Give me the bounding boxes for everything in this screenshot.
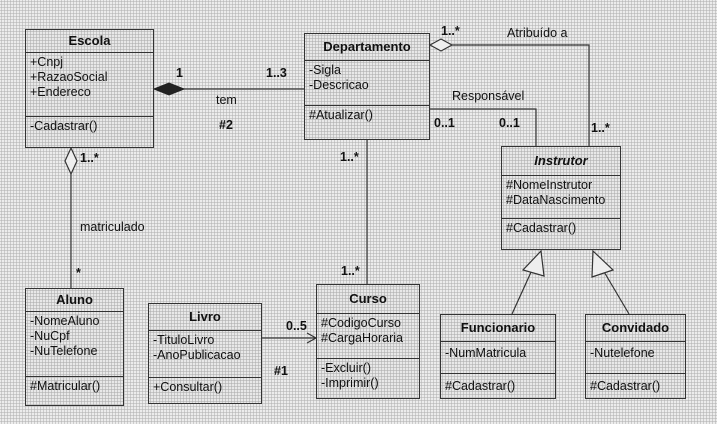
association-name: matriculado [80,220,145,234]
association-responsavel [430,108,537,146]
association-atribuido [452,44,590,146]
attribute: +RazaoSocial [30,70,108,84]
class-escola: Escola +Cnpj +RazaoSocial +Endereco -Cad… [25,29,154,148]
attribute: -Sigla [309,63,341,77]
method: -Excluir() [321,361,371,375]
methods-section: #Cadastrar() [586,374,685,396]
methods-section: #Atualizar() [305,106,429,125]
note-label: #1 [274,364,288,378]
methods-section: -Excluir() -Imprimir() [317,359,419,393]
methods-section: #Matricular() [26,377,123,396]
class-livro: Livro -TituloLivro -AnoPublicacao +Consu… [148,303,262,404]
attributes-section: #NomeInstrutor #DataNascimento [502,176,620,219]
class-convidado: Convidado -Nutelefone #Cadastrar() [585,314,686,399]
multiplicity-label: 1..* [591,121,610,135]
multiplicity-label: 0..1 [499,116,520,130]
method: #Cadastrar() [445,379,516,393]
association-name: Responsável [452,89,525,103]
method: -Cadastrar() [30,119,98,133]
attribute: +Endereco [30,85,91,99]
generalization-funcionario [511,269,533,315]
method: #Matricular() [30,379,101,393]
method: +Consultar() [153,380,223,394]
association-name: tem [216,93,237,107]
aggregation-diamond-escola [64,146,78,176]
attribute: -Descricao [309,78,369,92]
multiplicity-label: 1..* [80,151,99,165]
attribute: #CargaHoraria [321,331,403,345]
multiplicity-label: 1 [176,66,183,80]
method: -Imprimir() [321,376,379,390]
attribute: -TituloLivro [153,333,215,347]
attribute: -NuCpf [30,329,70,343]
method: #Cadastrar() [506,221,577,235]
attribute: -NumMatricula [445,346,527,360]
attribute: -NomeAluno [30,314,100,328]
methods-section: #Cadastrar() [502,219,620,238]
multiplicity-label: 1..* [340,150,359,164]
multiplicity-label: 1..* [441,24,460,38]
attributes-section: -NomeAluno -NuCpf -NuTelefone [26,312,123,377]
multiplicity-label: 1..* [341,264,360,278]
class-name: Instrutor [502,147,620,176]
methods-section: -Cadastrar() [26,117,153,136]
composition-diamond [152,82,186,96]
attribute: -NuTelefone [30,344,98,358]
attributes-section: -Nutelefone [586,342,685,374]
class-name: Livro [149,304,261,331]
class-curso: Curso #CodigoCurso #CargaHoraria -Exclui… [316,284,420,399]
class-name: Departamento [305,34,429,61]
class-aluno: Aluno -NomeAluno -NuCpf -NuTelefone #Mat… [25,288,124,406]
attribute: -AnoPublicacao [153,348,241,362]
attributes-section: -Sigla -Descricao [305,61,429,106]
method: #Cadastrar() [590,379,661,393]
generalization-convidado [602,269,630,315]
attribute: +Cnpj [30,55,64,69]
aggregation-diamond [428,38,454,52]
attributes-section: -NumMatricula [441,342,555,374]
class-instrutor: Instrutor #NomeInstrutor #DataNascimento… [501,146,621,250]
method: #Atualizar() [309,108,373,122]
class-name: Escola [26,30,153,53]
attribute: -Nutelefone [590,346,655,360]
generalization-triangle [521,249,545,277]
attributes-section: -TituloLivro -AnoPublicacao [149,331,261,378]
class-departamento: Departamento -Sigla -Descricao #Atualiza… [304,33,430,140]
attributes-section: #CodigoCurso #CargaHoraria [317,314,419,359]
attribute: #DataNascimento [506,193,606,207]
note-label: #2 [219,118,233,132]
association-name: Atribuído a [507,26,568,40]
class-name: Funcionario [441,315,555,342]
attributes-section: +Cnpj +RazaoSocial +Endereco [26,53,153,117]
methods-section: #Cadastrar() [441,374,555,396]
attribute: #NomeInstrutor [506,178,593,192]
attribute: #CodigoCurso [321,316,401,330]
methods-section: +Consultar() [149,378,261,397]
multiplicity-label: 0..5 [286,319,307,333]
class-name: Aluno [26,289,123,312]
multiplicity-label: * [76,266,81,280]
multiplicity-label: 0..1 [434,116,455,130]
generalization-triangle [591,249,615,278]
multiplicity-label: 1..3 [266,66,287,80]
class-funcionario: Funcionario -NumMatricula #Cadastrar() [440,314,556,399]
class-name: Curso [317,285,419,314]
class-name: Convidado [586,315,685,342]
